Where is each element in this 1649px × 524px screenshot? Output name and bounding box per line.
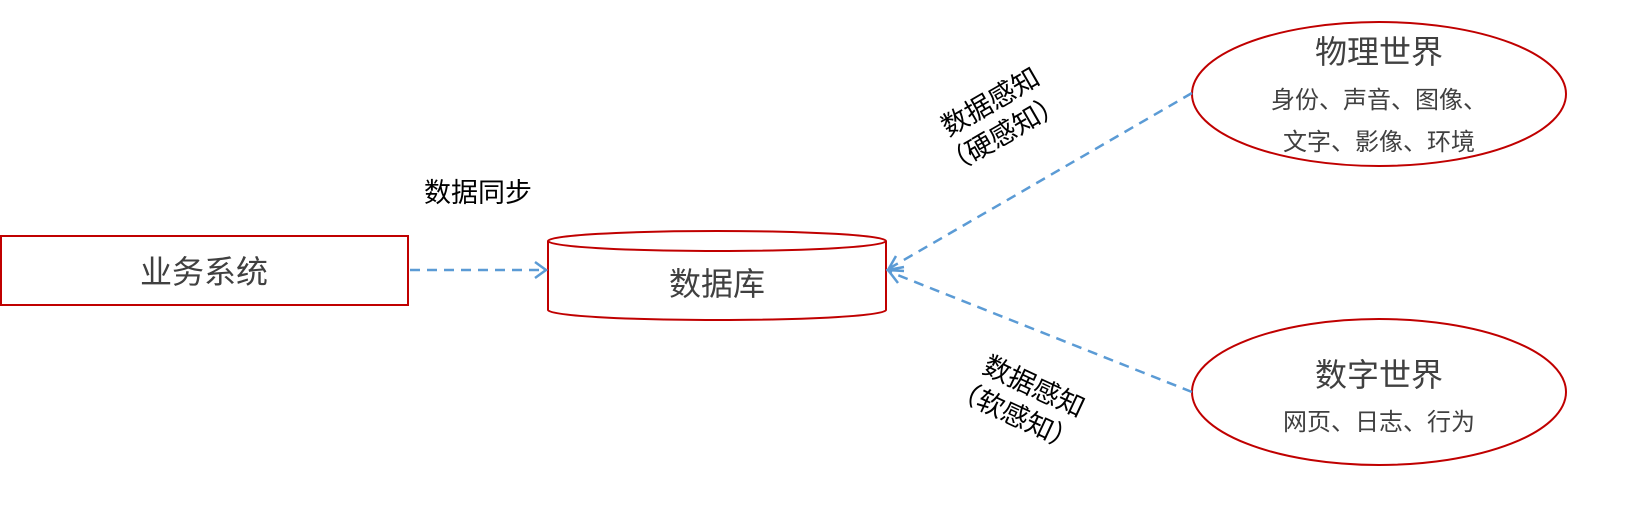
hard-perception-label: 数据感知 （硬感知）: [936, 62, 1069, 181]
sync-label: 数据同步: [424, 178, 532, 208]
soft-perception-label: 数据感知 （软感知）: [947, 350, 1089, 457]
physical-world-node: 物理世界 身份、声音、图像、 文字、影像、环境: [1191, 21, 1567, 167]
database-label: 数据库: [669, 266, 765, 302]
physical-world-line1: 身份、声音、图像、: [1271, 87, 1487, 114]
soft-perception-arrow: [885, 265, 1193, 394]
digital-world-line1: 网页、日志、行为: [1283, 409, 1475, 436]
sync-arrow: [410, 260, 549, 280]
business-system-node: 业务系统: [0, 235, 409, 306]
physical-world-line2: 文字、影像、环境: [1283, 129, 1475, 156]
physical-world-title: 物理世界: [1315, 34, 1443, 70]
digital-world-title: 数字世界: [1315, 357, 1443, 393]
digital-world-node: 数字世界 网页、日志、行为: [1191, 318, 1567, 466]
database-node: 数据库: [547, 230, 887, 321]
business-system-label: 业务系统: [140, 254, 268, 290]
